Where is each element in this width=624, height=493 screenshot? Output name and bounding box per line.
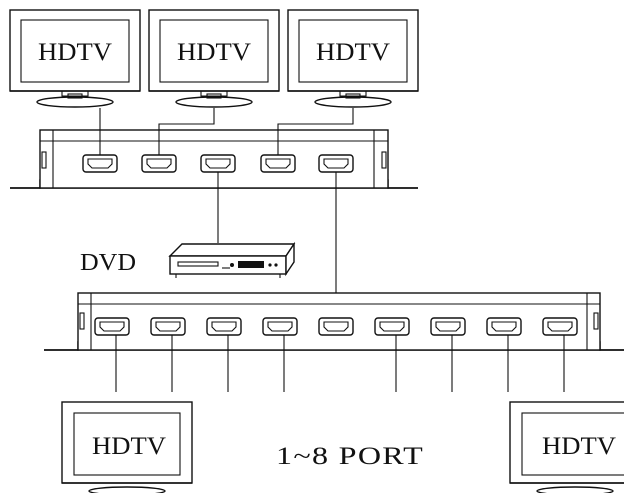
splitter-bottom-port-6 bbox=[374, 317, 410, 336]
splitter-bottom-port-2 bbox=[150, 317, 186, 336]
splitter-top-port-2 bbox=[141, 154, 177, 173]
tv-bottom-right bbox=[509, 401, 624, 493]
splitter-bottom-port-4 bbox=[262, 317, 298, 336]
tv-top-3-label: HDTV bbox=[316, 39, 390, 66]
tv-top-2-label: HDTV bbox=[177, 39, 251, 66]
cables-bottom bbox=[115, 335, 565, 392]
splitter-bottom-port-7 bbox=[430, 317, 466, 336]
tv-bottom-right-label: HDTV bbox=[542, 433, 616, 460]
splitter-top-port-5 bbox=[318, 154, 354, 173]
splitter-top-port-3 bbox=[200, 154, 236, 173]
splitter-bottom-port-1 bbox=[94, 317, 130, 336]
splitter-bottom-port-9 bbox=[542, 317, 578, 336]
tv-bottom-left-label: HDTV bbox=[92, 433, 166, 460]
tv-top-1-label: HDTV bbox=[38, 39, 112, 66]
splitter-bottom-port-5 bbox=[318, 317, 354, 336]
dvd-player bbox=[168, 241, 296, 278]
splitter-top-port-4 bbox=[260, 154, 296, 173]
splitter-top-port-1 bbox=[82, 154, 118, 173]
splitter-bottom-port-3 bbox=[206, 317, 242, 336]
port-count-label: 1~8 PORT bbox=[276, 443, 424, 470]
splitter-bottom-port-8 bbox=[486, 317, 522, 336]
tv-bottom-left bbox=[61, 401, 193, 493]
dvd-label: DVD bbox=[80, 250, 136, 276]
